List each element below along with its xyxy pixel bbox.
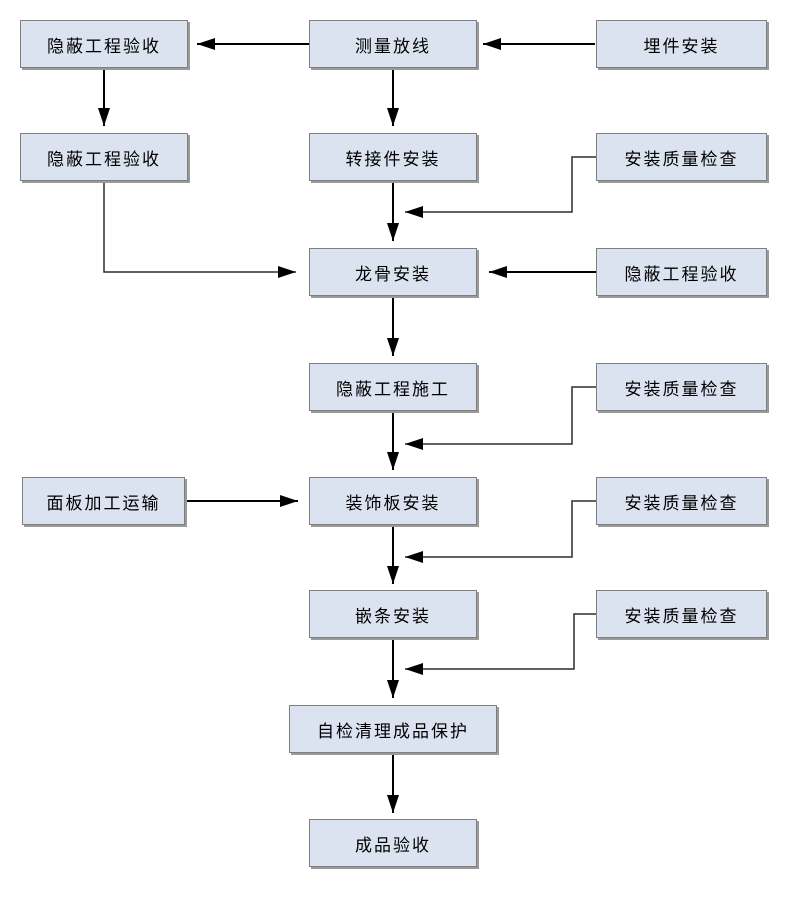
- node-adapter-install: 转接件安装: [309, 133, 477, 181]
- node-panel-install: 装饰板安装: [309, 477, 477, 525]
- node-hidden-acceptance-b: 隐蔽工程验收: [20, 133, 188, 181]
- edge-quality-check-d-merge: [405, 613, 596, 675]
- node-final-acceptance: 成品验收: [309, 819, 477, 867]
- edge-hidden-acceptance-b-to-keel: [103, 181, 296, 278]
- node-keel-install: 龙骨安装: [309, 248, 477, 296]
- node-hidden-acceptance-c: 隐蔽工程验收: [596, 248, 767, 296]
- node-self-check-protect: 自检清理成品保护: [289, 705, 497, 753]
- node-quality-check-c: 安装质量检查: [596, 477, 767, 525]
- node-quality-check-a: 安装质量检查: [596, 133, 767, 181]
- node-measure-layout: 测量放线: [309, 20, 477, 68]
- edge-quality-check-a-merge: [405, 156, 596, 218]
- edge-quality-check-c-merge: [405, 500, 596, 563]
- node-trim-install: 嵌条安装: [309, 590, 477, 638]
- node-hidden-acceptance-a: 隐蔽工程验收: [20, 20, 188, 68]
- edge-quality-check-b-merge: [405, 386, 596, 450]
- node-panel-transport: 面板加工运输: [22, 477, 185, 525]
- node-quality-check-d: 安装质量检查: [596, 590, 767, 638]
- node-quality-check-b: 安装质量检查: [596, 363, 767, 411]
- node-embed-install: 埋件安装: [596, 20, 767, 68]
- node-hidden-construction: 隐蔽工程施工: [309, 363, 477, 411]
